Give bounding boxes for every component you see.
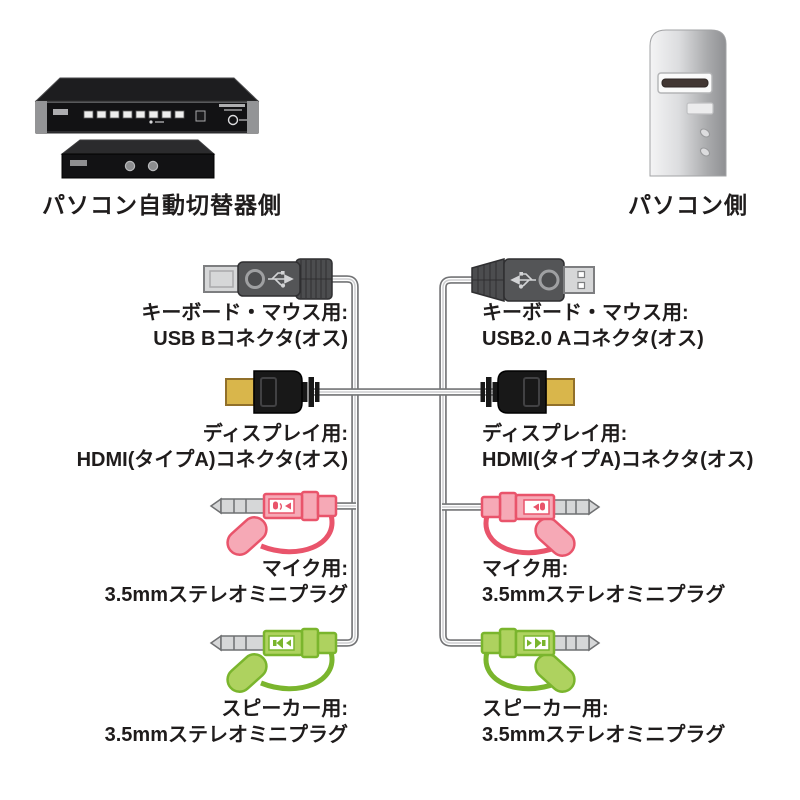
usb-trident-icon [268, 271, 294, 288]
left-trunk-cable [332, 275, 359, 647]
speaker-plug-right [480, 627, 601, 693]
label-hdmi-right-purpose: ディスプレイ用: [482, 423, 628, 445]
hdmi-connector-right [480, 370, 575, 414]
speaker-icon [527, 637, 546, 649]
pc-tower-illustration [649, 29, 727, 177]
switch-side-label: パソコン自動切替器側 [42, 192, 282, 218]
label-mic-right-type: 3.5mmステレオミニプラグ [482, 584, 726, 606]
select-button [147, 160, 159, 172]
select-button [124, 160, 136, 172]
label-mic-left: マイク用: 3.5mmステレオミニプラグ [105, 556, 348, 608]
usb-a-connector [471, 258, 595, 302]
label-usb-b-purpose: キーボード・マウス用: [141, 302, 348, 324]
cap-strap [260, 651, 335, 692]
brand-logo [53, 109, 68, 115]
label-speaker-right: スピーカー用: 3.5mmステレオミニプラグ [482, 696, 725, 748]
label-mic-right-purpose: マイク用: [482, 558, 569, 580]
speaker-plug-left [209, 627, 338, 693]
power-button [699, 128, 711, 138]
plug-cap [226, 653, 268, 693]
port-select-buttons [83, 110, 185, 119]
cap-strap [483, 651, 558, 692]
label-hdmi-right-type: HDMI(タイプA)コネクタ(オス) [482, 449, 754, 471]
right-trunk-cable [439, 276, 482, 647]
mic-plug-right [480, 491, 601, 557]
label-usb-b: キーボード・マウス用: USB Bコネクタ(オス) [141, 300, 348, 352]
label-speaker-right-purpose: スピーカー用: [482, 698, 609, 720]
label-speaker-left: スピーカー用: 3.5mmステレオミニプラグ [105, 696, 348, 748]
label-usb-a-purpose: キーボード・マウス用: [482, 302, 689, 324]
pc-side-label: パソコン側 [628, 192, 748, 218]
usb-b-connector [203, 258, 333, 300]
mic-icon [533, 502, 545, 511]
cap-strap [483, 515, 558, 556]
label-hdmi-right: ディスプレイ用: HDMI(タイプA)コネクタ(オス) [482, 421, 753, 473]
mic-icon [273, 501, 291, 510]
label-speaker-left-purpose: スピーカー用: [221, 698, 348, 720]
label-hdmi-left: ディスプレイ用: HDMI(タイプA)コネクタ(オス) [77, 421, 348, 473]
plug-cap [534, 653, 576, 693]
label-hdmi-left-purpose: ディスプレイ用: [202, 423, 348, 445]
kvm-switch-small-illustration [60, 139, 216, 179]
usb-trident-icon [510, 272, 536, 289]
mode-button [195, 110, 206, 122]
label-speaker-left-type: 3.5mmステレオミニプラグ [104, 724, 348, 746]
label-usb-a: キーボード・マウス用: USB2.0 Aコネクタ(オス) [482, 300, 704, 352]
cap-strap [260, 514, 335, 555]
plug-cap [534, 517, 576, 557]
label-speaker-right-type: 3.5mmステレオミニプラグ [482, 724, 726, 746]
label-mic-left-type: 3.5mmステレオミニプラグ [104, 584, 348, 606]
label-mic-right: マイク用: 3.5mmステレオミニプラグ [482, 556, 725, 608]
kvm-switch-illustration [34, 77, 260, 134]
drive-button [686, 102, 714, 115]
label-mic-left-purpose: マイク用: [261, 558, 348, 580]
label-usb-a-type: USB2.0 Aコネクタ(オス) [482, 328, 704, 350]
speaker-icon [273, 637, 291, 649]
plug-cap [226, 516, 268, 556]
hdmi-connector-left [225, 370, 320, 414]
hdmi-gold-tip [545, 378, 575, 406]
label-usb-b-type: USB Bコネクタ(オス) [153, 328, 348, 350]
reset-button [699, 147, 711, 157]
hdmi-gold-tip [225, 378, 255, 406]
brand-logo [70, 160, 87, 166]
power-button [227, 114, 239, 126]
mic-plug-left [209, 490, 338, 556]
label-hdmi-left-type: HDMI(タイプA)コネクタ(オス) [76, 449, 348, 471]
